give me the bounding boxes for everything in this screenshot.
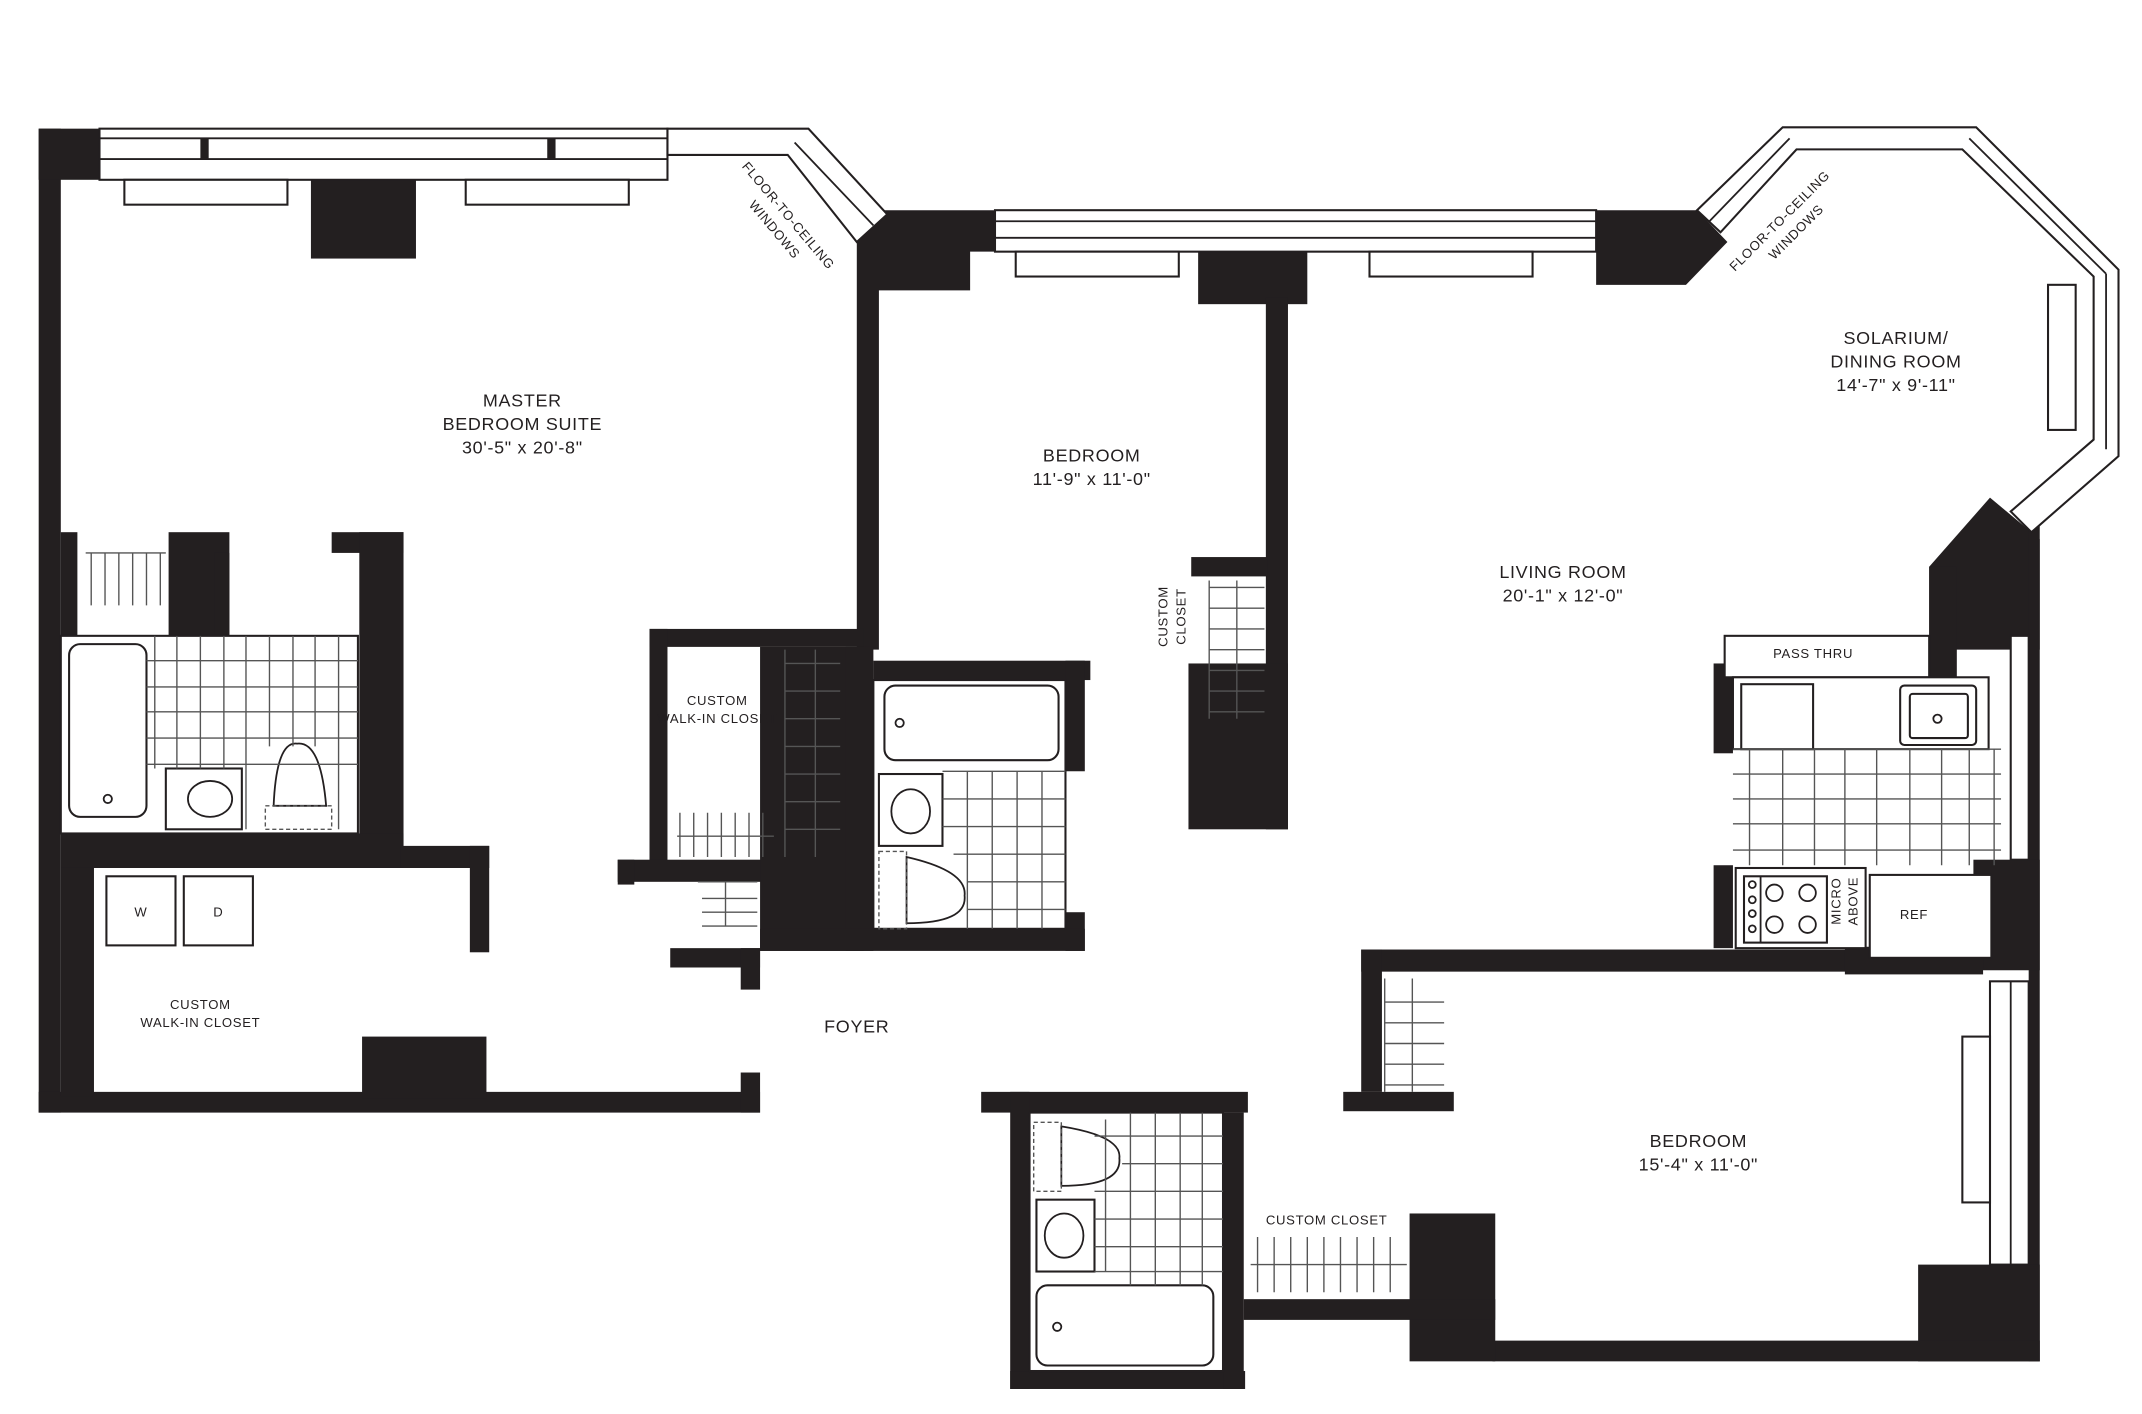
closet-shelving xyxy=(677,580,1445,1293)
bedroom3-name: BEDROOM xyxy=(1650,1131,1748,1151)
walkin-master-2: WALK-IN CLOSET xyxy=(140,1015,260,1030)
micro-label: MICRO xyxy=(1829,878,1844,925)
living-name: LIVING ROOM xyxy=(1499,562,1626,582)
living-dims: 20'-1" x 12'-0" xyxy=(1503,585,1624,605)
washer-label: W xyxy=(134,904,147,919)
master-dims: 30'-5" x 20'-8" xyxy=(462,437,583,457)
walkin-center-2: WALK-IN CLOSET xyxy=(657,711,777,726)
center-bath xyxy=(872,679,1067,930)
solarium-name-1: SOLARIUM/ xyxy=(1844,328,1949,348)
dryer-label: D xyxy=(213,904,223,919)
hall-bath xyxy=(1028,1111,1225,1373)
windows xyxy=(98,126,2120,1266)
bedroom3-dims: 15'-4" x 11'-0" xyxy=(1639,1155,1758,1175)
foyer-name: FOYER xyxy=(824,1016,889,1036)
walkin-master-1: CUSTOM xyxy=(170,997,231,1012)
closet-vert-1: CUSTOM xyxy=(1156,586,1171,647)
bedroom2-name: BEDROOM xyxy=(1043,446,1141,466)
master-name-2: BEDROOM SUITE xyxy=(443,414,603,434)
custom-closet-label: CUSTOM CLOSET xyxy=(1266,1213,1388,1228)
washer-dryer: W D xyxy=(105,875,254,947)
master-name-1: MASTER xyxy=(483,390,562,410)
bedroom2-dims: 11'-9" x 11'-0" xyxy=(1033,469,1151,489)
ref-label: REF xyxy=(1900,907,1928,922)
solarium-dims: 14'-7" x 9'-11" xyxy=(1836,375,1955,395)
walkin-center-1: CUSTOM xyxy=(687,693,748,708)
solarium-name-2: DINING ROOM xyxy=(1830,352,1961,372)
above-label: ABOVE xyxy=(1845,877,1860,926)
kitchen: PASS THRU REF MICRO ABOVE xyxy=(1723,634,2002,959)
closet-vert-2: CLOSET xyxy=(1174,588,1189,645)
master-bath xyxy=(59,552,359,835)
pass-thru-label: PASS THRU xyxy=(1773,646,1853,661)
